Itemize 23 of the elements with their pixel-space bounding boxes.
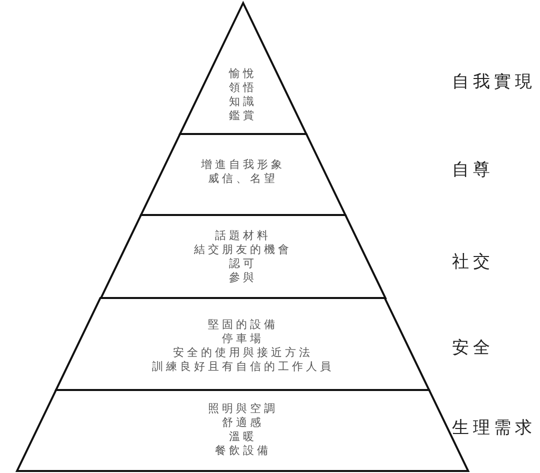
level-label: 安全 — [452, 337, 494, 359]
level-item-text: 話題材料 — [214, 229, 271, 243]
level-item-text: 舒適感 — [222, 416, 264, 430]
level-item-text: 溫暖 — [228, 430, 257, 444]
level-item-text: 餐飲設備 — [214, 444, 271, 458]
level-item-text: 停車場 — [222, 332, 264, 346]
level-label: 生理需求 — [452, 417, 536, 439]
level-item-text: 訓練良好且有自信的工作人員 — [152, 360, 334, 374]
level-item-text: 知識 — [228, 95, 257, 109]
level-item-text: 堅固的設備 — [208, 318, 278, 332]
level-label: 自我實現 — [452, 71, 536, 93]
level-item-text: 愉悅 — [228, 67, 257, 81]
level-item-text: 鑑賞 — [228, 109, 257, 123]
level-label: 社交 — [452, 251, 494, 273]
level-item-text: 領悟 — [228, 81, 257, 95]
level-item-text: 威信、名望 — [208, 172, 278, 186]
level-item-text: 增進自我形象 — [200, 158, 285, 172]
level-item-text: 結交朋友的機會 — [194, 243, 292, 257]
level-item-text: 安全的使用與接近方法 — [172, 346, 313, 360]
level-item-text: 認可 — [228, 257, 257, 271]
level-item-text: 參與 — [228, 271, 257, 285]
level-label: 自尊 — [452, 159, 494, 181]
level-item-text: 照明與空調 — [208, 402, 278, 416]
